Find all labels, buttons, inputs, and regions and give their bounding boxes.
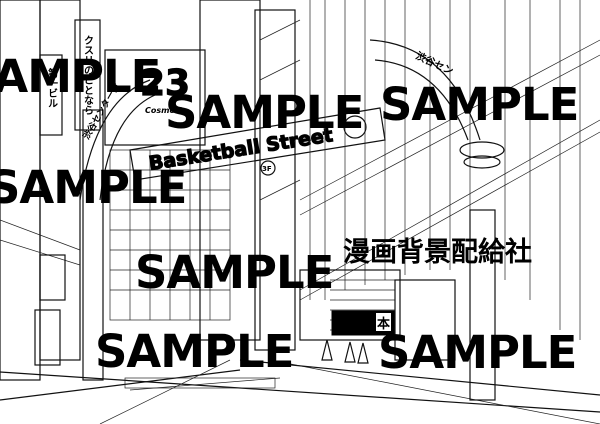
floor-badge: 3F bbox=[262, 165, 272, 173]
sample-watermarks: SAMPLE SAMPLE SAMPLE SAMPLE SAMPLE SAMPL… bbox=[0, 50, 579, 379]
watermark: SAMPLE bbox=[165, 86, 363, 139]
arch-right-sign: 渋谷セン bbox=[414, 49, 456, 78]
watermark: SAMPLE bbox=[0, 161, 186, 214]
street-ground bbox=[0, 359, 600, 424]
watermark: SAMPLE bbox=[135, 246, 333, 299]
watermark: SAMPLE bbox=[380, 78, 578, 131]
watermark: SAMPLE bbox=[378, 326, 576, 379]
billboard-script: Cosmetic bbox=[145, 106, 186, 115]
store-sign: BOOKS&CAFE bbox=[335, 317, 374, 323]
vertical-sign-drugstore: クスリのことなら bbox=[82, 35, 94, 116]
store-kanji: 本 bbox=[377, 316, 390, 332]
company-watermark: 漫画背景配給社 bbox=[343, 236, 532, 268]
left-buildings: クスリのことなら 第一ビル bbox=[0, 0, 104, 381]
billboard-number: 23 bbox=[140, 63, 190, 104]
vertical-sign-building: 第一ビル bbox=[46, 67, 58, 108]
watermark: SAMPLE bbox=[0, 50, 160, 103]
watermark: SAMPLE bbox=[95, 325, 293, 378]
traffic-cones bbox=[321, 339, 369, 364]
right-buildings: BOOKS&CAFE 4F COMIC 本 bbox=[299, 0, 600, 401]
store-sign-sub: 4F COMIC bbox=[335, 326, 362, 332]
billboard: 23 Cosmetic bbox=[104, 49, 231, 321]
